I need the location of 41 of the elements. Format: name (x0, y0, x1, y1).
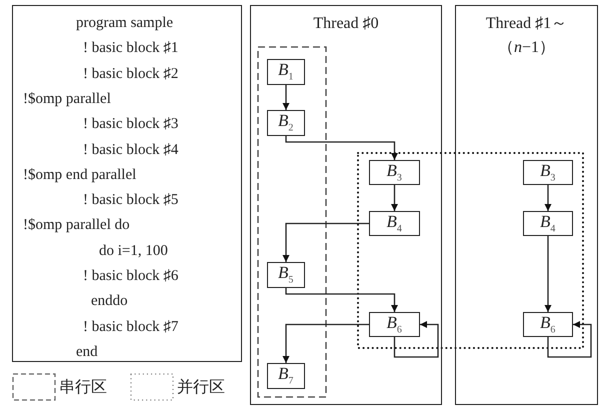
thread-title: Thread ♯1～（n−1） (484, 14, 568, 58)
thread-panel (250, 5, 442, 405)
legend-label: 串行区 (59, 377, 107, 398)
code-line: !$omp parallel (23, 90, 111, 108)
code-line: enddo (91, 292, 128, 310)
code-line: ! basic block ♯7 (83, 318, 178, 336)
code-line: do i=1, 100 (99, 242, 168, 260)
code-line: !$omp parallel do (23, 216, 130, 234)
basic-block-box: B$_{4}$ (368, 210, 420, 236)
basic-block-box: B$_{3}$ (368, 160, 420, 185)
code-line: ! basic block ♯5 (83, 191, 178, 210)
basic-block-box: B$_{3}$ (522, 160, 573, 185)
code-line: end (76, 342, 98, 361)
basic-block-box: B$_{6}$ (368, 312, 420, 337)
thread-title: Thread ♯0 (312, 14, 380, 34)
basic-block-box: B$_{5}$ (266, 262, 305, 288)
arrow (544, 185, 552, 211)
loop-arrow (394, 321, 439, 358)
code-panel (12, 5, 242, 362)
basic-block-box: B$_{4}$ (522, 210, 573, 236)
legend-label: 并行区 (177, 377, 225, 398)
code-line: ! basic block ♯4 (83, 140, 178, 158)
arrow (285, 136, 398, 160)
code-line: !$omp end parallel (23, 166, 136, 184)
code-line: ! basic block ♯6 (83, 267, 178, 285)
code-line: ! basic block ♯3 (83, 115, 178, 134)
basic-block-box: B$_{7}$ (266, 362, 305, 389)
code-line: ! basic block ♯2 (83, 64, 178, 83)
arrow (544, 236, 552, 312)
loop-arrow (547, 321, 592, 358)
basic-block-box: B$_{6}$ (522, 312, 573, 337)
arrow (282, 85, 290, 110)
arrow (282, 324, 369, 363)
code-line: ! basic block ♯1 (83, 39, 178, 58)
arrow (285, 288, 398, 312)
thread-panel (455, 5, 598, 405)
arrow (391, 185, 398, 211)
code-line: program sample (76, 14, 174, 32)
arrow (282, 222, 369, 262)
basic-block-box: B$_{1}$ (266, 58, 305, 85)
basic-block-box: B$_{2}$ (266, 110, 305, 136)
